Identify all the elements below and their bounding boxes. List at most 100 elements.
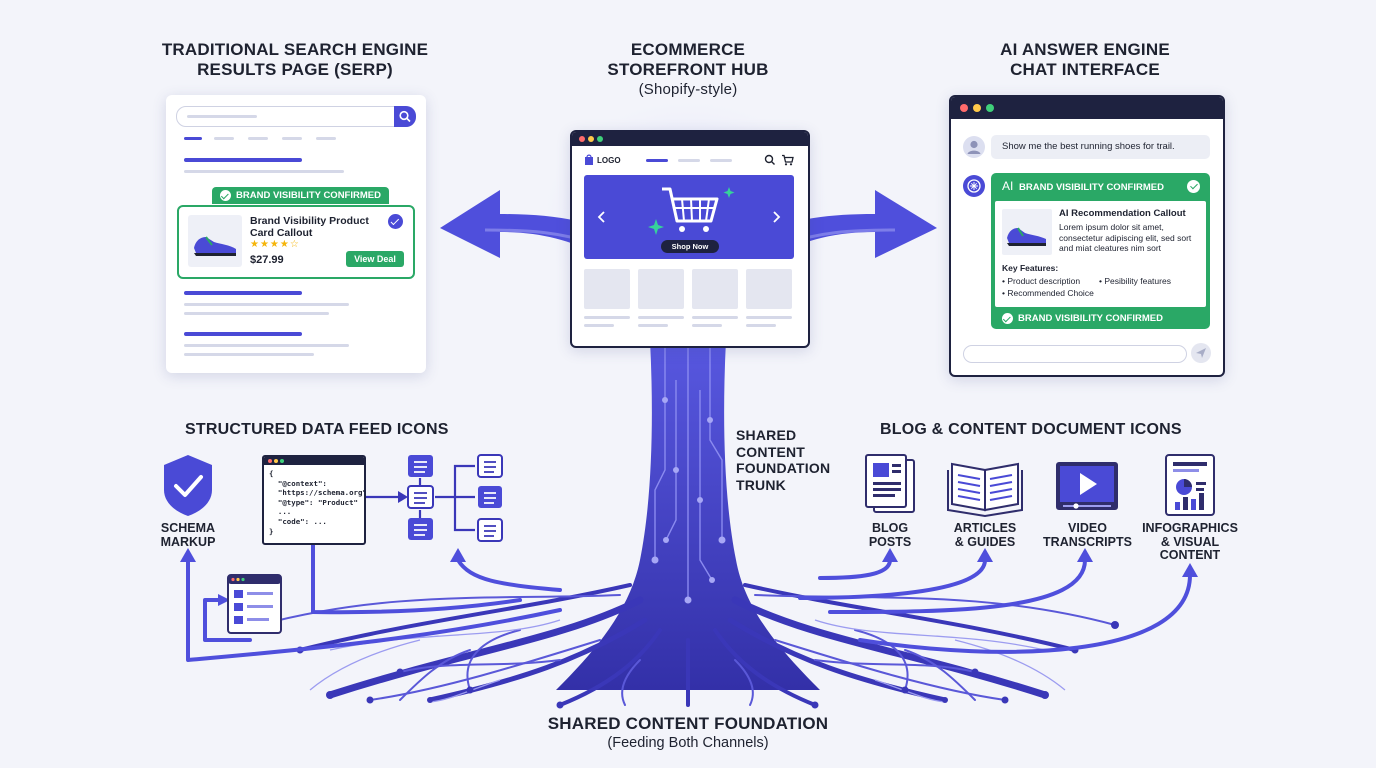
json-ld-code: { "@context": "https://schema.org", "@ty…	[269, 469, 366, 536]
serp-tab[interactable]	[248, 137, 268, 140]
hub-title: ECOMMERCE STOREFRONT HUB (Shopify-style)	[538, 40, 838, 100]
ai-titlebar	[951, 97, 1223, 119]
blog-document-icon	[865, 454, 915, 513]
serp-tab[interactable]	[214, 137, 234, 140]
ai-brain-icon	[967, 179, 981, 193]
serp-title: TRADITIONAL SEARCH ENGINE RESULTS PAGE (…	[130, 40, 460, 80]
code-titlebar	[264, 457, 364, 465]
user-icon	[967, 140, 981, 154]
ai-label: AI	[1002, 179, 1014, 193]
recommendation-card[interactable]: AI Recommendation Callout Lorem ipsum do…	[995, 201, 1206, 307]
send-icon	[1196, 348, 1206, 358]
result-snippet-bar	[184, 170, 344, 173]
recommendation-title: AI Recommendation Callout	[1059, 208, 1186, 219]
store-logo[interactable]: LOGO	[597, 156, 621, 165]
verified-check-icon	[388, 214, 403, 229]
serp-tab[interactable]	[282, 137, 302, 140]
view-deal-button[interactable]: View Deal	[346, 251, 404, 267]
recommendation-body-line2: consectetur adipiscing elit, sed sort	[1059, 232, 1192, 243]
schema-markup-label: SCHEMA MARKUP	[148, 521, 228, 549]
check-circle-icon	[1002, 313, 1013, 324]
cart-icon[interactable]	[781, 154, 794, 166]
chat-input[interactable]	[963, 345, 1187, 363]
window-maximize-dot[interactable]	[597, 136, 603, 142]
shop-now-button[interactable]: Shop Now	[661, 240, 719, 253]
product-image	[188, 215, 242, 267]
search-icon[interactable]	[764, 154, 776, 166]
storefront-window: LOGO Shop Now	[570, 130, 810, 348]
foundation-title-text: SHARED CONTENT FOUNDATION	[547, 714, 829, 733]
window-maximize-dot[interactable]	[986, 104, 994, 112]
product-title-line1: Brand Visibility Product	[250, 215, 369, 227]
window-close-dot[interactable]	[579, 136, 585, 142]
product-title-line2: Card Callout	[250, 227, 313, 239]
left-feed-lines	[186, 543, 562, 662]
serp-product-card[interactable]: Brand Visibility Product Card Callout ★★…	[177, 205, 415, 279]
serp-brand-badge: BRAND VISIBILITY CONFIRMED	[212, 187, 389, 204]
window-minimize-dot[interactable]	[973, 104, 981, 112]
shield-icon	[164, 455, 212, 516]
key-features-heading: Key Features:	[1002, 263, 1059, 273]
running-shoe-icon	[194, 236, 236, 256]
ai-avatar	[963, 175, 985, 197]
store-nav-item[interactable]	[678, 159, 700, 162]
sitemap-window-icon	[227, 574, 282, 634]
feature-item: • Pesibility features	[1099, 276, 1171, 286]
feature-item: • Recommended Choice	[1002, 288, 1094, 298]
recommendation-body: Lorem ipsum dolor sit amet, consectetur …	[1059, 222, 1191, 254]
result-snippet-bar	[184, 312, 329, 315]
running-shoe-icon	[1007, 227, 1046, 246]
hub-subtitle: (Shopify-style)	[638, 81, 738, 98]
tile-caption-bar	[638, 316, 684, 319]
result-snippet-bar	[184, 303, 349, 306]
storefront-titlebar	[572, 132, 808, 146]
trunk-label-line3: FOUNDATION	[736, 460, 831, 476]
open-book-icon	[947, 462, 1023, 518]
search-button[interactable]	[394, 106, 416, 127]
product-tile[interactable]	[692, 269, 738, 309]
recommendation-body-line3: and miat cleatures nim sort	[1059, 243, 1162, 253]
result-title-bar[interactable]	[184, 332, 302, 336]
hero-banner[interactable]: Shop Now	[584, 175, 794, 259]
hub-title-line1: ECOMMERCE	[630, 40, 746, 59]
right-feed-arrowheads	[882, 548, 1198, 577]
star-rating: ★★★★☆	[250, 239, 300, 250]
product-tile[interactable]	[584, 269, 630, 309]
user-avatar	[963, 136, 985, 158]
result-snippet-bar	[184, 353, 314, 356]
trunk-nodes	[651, 397, 726, 604]
shopping-bag-icon	[585, 154, 593, 165]
trunk-label-line1: SHARED	[736, 427, 797, 443]
schema-label-line1: SCHEMA	[160, 521, 216, 535]
trunk-label-line4: TRUNK	[736, 476, 786, 493]
ai-answer-card: AI BRAND VISIBILITY CONFIRMED AI Recomme…	[991, 173, 1210, 329]
store-nav-item[interactable]	[710, 159, 732, 162]
window-close-dot[interactable]	[960, 104, 968, 112]
window-minimize-dot[interactable]	[588, 136, 594, 142]
trunk-label-line2: CONTENT	[736, 443, 806, 460]
result-snippet-bar	[184, 344, 349, 347]
result-title-bar[interactable]	[184, 291, 302, 295]
tile-caption-bar	[746, 324, 776, 327]
store-nav-active[interactable]	[646, 159, 668, 162]
ai-badge-bottom-text: BRAND VISIBILITY CONFIRMED	[1018, 313, 1163, 324]
search-placeholder-bar	[187, 115, 257, 118]
feature-item: • Product description	[1002, 276, 1081, 286]
send-button[interactable]	[1191, 343, 1211, 363]
result-title-bar[interactable]	[184, 158, 302, 162]
serp-tab[interactable]	[316, 137, 336, 140]
search-icon	[399, 110, 411, 123]
structured-data-title: STRUCTURED DATA FEED ICONS	[185, 421, 449, 438]
serp-tab-active[interactable]	[184, 137, 202, 140]
product-tile[interactable]	[746, 269, 792, 309]
video-play-icon	[1056, 462, 1118, 510]
product-tile[interactable]	[638, 269, 684, 309]
check-circle-icon	[1187, 180, 1200, 193]
left-feed-arrowheads	[180, 548, 466, 606]
search-input[interactable]	[176, 106, 416, 127]
ai-title-line1: AI ANSWER ENGINE	[1000, 40, 1170, 59]
flowchart-icon	[365, 454, 503, 542]
